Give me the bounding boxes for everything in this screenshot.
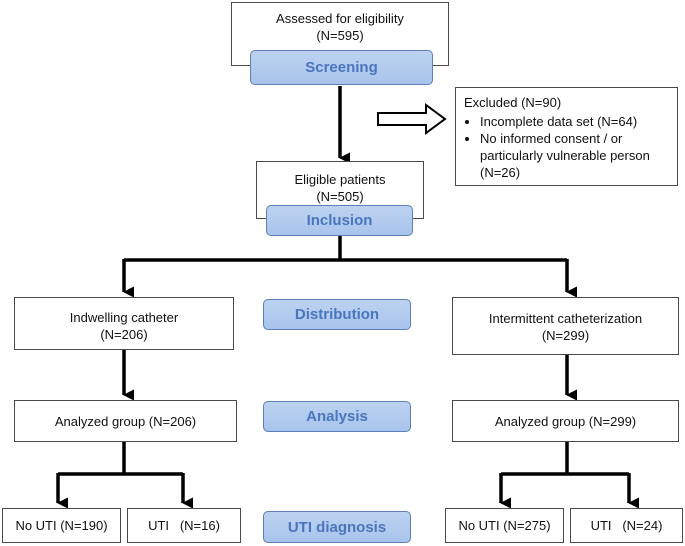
indwelling-box: Indwelling catheter (N=206) — [14, 297, 234, 350]
hollow-arrow-to-excluded-icon — [377, 103, 447, 135]
no-uti-right-label: No UTI (N=275) — [458, 518, 551, 533]
indwelling-count: (N=206) — [100, 327, 148, 342]
stage-distribution: Distribution — [263, 299, 411, 330]
uti-right-box: UTI (N=24) — [570, 508, 683, 543]
excluded-reasons-list: Incomplete data set (N=64) No informed c… — [464, 113, 669, 164]
excluded-reason-no-consent: No informed consent / or particularly vu… — [480, 130, 669, 164]
eligible-count: (N=505) — [316, 189, 364, 204]
intermittent-count: (N=299) — [541, 328, 590, 343]
uti-left-label: UTI (N=16) — [148, 518, 220, 533]
excluded-reason-incomplete: Incomplete data set (N=64) — [480, 113, 669, 130]
eligible-label: Eligible patients — [294, 172, 386, 187]
excluded-title: Excluded (N=90) — [464, 95, 562, 110]
intermittent-label: Intermittent catheterization — [488, 311, 643, 326]
stage-inclusion: Inclusion — [266, 205, 413, 236]
indwelling-label: Indwelling catheter — [69, 310, 179, 325]
stage-uti-diagnosis: UTI diagnosis — [263, 511, 411, 543]
assessed-label: Assessed for eligibility — [276, 11, 404, 26]
analyzed-left-label: Analyzed group (N=206) — [54, 413, 197, 429]
assessed-count: (N=595) — [316, 28, 364, 43]
uti-left-box: UTI (N=16) — [127, 508, 241, 543]
excluded-reason-count: (N=26) — [480, 165, 521, 180]
uti-right-label: UTI (N=24) — [590, 518, 663, 533]
no-uti-right-box: No UTI (N=275) — [445, 508, 564, 543]
intermittent-box: Intermittent catheterization (N=299) — [452, 297, 679, 355]
excluded-box: Excluded (N=90) Incomplete data set (N=6… — [455, 87, 678, 186]
stage-analysis: Analysis — [263, 401, 411, 432]
analyzed-right-label: Analyzed group (N=299) — [494, 413, 637, 429]
analyzed-right-box: Analyzed group (N=299) — [452, 400, 679, 442]
no-uti-left-label: No UTI (N=190) — [15, 518, 108, 533]
analyzed-left-box: Analyzed group (N=206) — [14, 400, 237, 442]
stage-screening: Screening — [250, 50, 433, 85]
no-uti-left-box: No UTI (N=190) — [2, 508, 121, 543]
